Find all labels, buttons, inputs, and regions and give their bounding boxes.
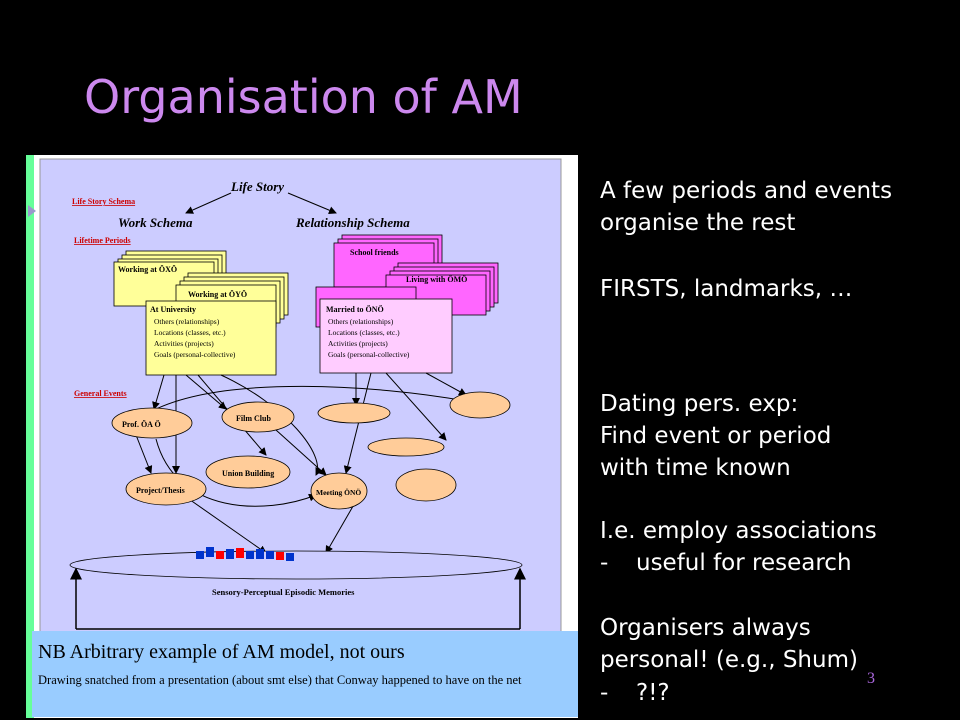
- svg-text:Film Club: Film Club: [236, 414, 271, 423]
- event-film-club: [221, 401, 295, 433]
- dash-1: -: [600, 550, 609, 576]
- svg-text:Activities (projects): Activities (projects): [328, 339, 388, 348]
- svg-text:Others (relationships): Others (relationships): [328, 317, 394, 326]
- svg-text:Goals (personal-collective): Goals (personal-collective): [328, 350, 410, 359]
- am-model-figure: Life Story Schema Lifetime Periods Gener…: [26, 155, 578, 718]
- right-line-1: A few periods and events: [600, 178, 893, 204]
- card-working-oyo: Working at ÖYÖ: [188, 290, 247, 299]
- relationship-card-stack: School friends Living with ÖMÖ Married t…: [315, 234, 499, 374]
- svg-text:Married to ÖNÖ: Married to ÖNÖ: [326, 305, 384, 314]
- note-sub: Drawing snatched from a presentation (ab…: [38, 673, 522, 687]
- left-triangle-icon: [28, 205, 36, 217]
- svg-text:Prof. ÖA Ö: Prof. ÖA Ö: [122, 420, 161, 429]
- svg-text:Locations (classes, etc.): Locations (classes, etc.): [154, 328, 226, 337]
- right-line-5: Find event or period: [600, 423, 832, 449]
- right-line-9: Organisers always: [600, 615, 811, 641]
- right-line-8: -useful for research: [600, 550, 852, 576]
- memories-label: Sensory-Perceptual Episodic Memories: [212, 587, 355, 597]
- general-events: Prof. ÖA Ö Film Club Union Building Proj…: [111, 391, 511, 510]
- event-unlabeled-1: [317, 402, 391, 424]
- left-green-strip: [26, 155, 34, 718]
- event-unlabeled-3: [367, 437, 445, 457]
- page-number: 3: [867, 670, 875, 687]
- note-main: NB Arbitrary example of AM model, not ou…: [38, 641, 405, 663]
- dash-2: -: [600, 680, 609, 706]
- section-general-events: General Events: [74, 389, 127, 398]
- right-line-6: with time known: [600, 455, 791, 481]
- relationship-schema-label: Relationship Schema: [295, 215, 410, 230]
- svg-text:Meeting ÖNÖ: Meeting ÖNÖ: [316, 488, 361, 497]
- svg-text:At University: At University: [150, 305, 196, 314]
- card-school-friends: School friends: [350, 248, 399, 257]
- section-lifetime-periods: Lifetime Periods: [74, 236, 131, 245]
- card-married-ono: [319, 298, 453, 374]
- work-schema-label: Work Schema: [118, 215, 193, 230]
- card-at-university: [145, 300, 277, 376]
- slide-title: Organisation of AM: [84, 70, 523, 124]
- am-diagram: Life Story Schema Lifetime Periods Gener…: [26, 155, 562, 718]
- event-project-thesis: [125, 472, 207, 506]
- section-life-story-schema: Life Story Schema: [72, 197, 135, 206]
- event-union-building: [205, 455, 291, 489]
- svg-text:Project/Thesis: Project/Thesis: [136, 486, 185, 495]
- right-line-10: personal! (e.g., Shum): [600, 647, 858, 673]
- svg-text:Activities (projects): Activities (projects): [154, 339, 214, 348]
- event-unlabeled-4: [395, 468, 457, 502]
- svg-text:Locations (classes, etc.): Locations (classes, etc.): [328, 328, 400, 337]
- episodic-memory-plate: Sensory-Perceptual Episodic Memories: [69, 547, 526, 630]
- event-meeting: [310, 472, 368, 510]
- right-line-2: organise the rest: [600, 210, 796, 236]
- event-unlabeled-2: [449, 391, 511, 419]
- right-line-4: Dating pers. exp:: [600, 391, 799, 417]
- svg-text:Others (relationships): Others (relationships): [154, 317, 220, 326]
- svg-text:Goals (personal-collective): Goals (personal-collective): [154, 350, 236, 359]
- svg-text:Union Building: Union Building: [222, 469, 274, 478]
- right-line-11: -?!?: [600, 680, 670, 706]
- right-line-7: I.e. employ associations: [600, 518, 877, 544]
- life-story-label: Life Story: [230, 179, 284, 194]
- card-living-omo: Living with ÖMÖ: [406, 275, 467, 284]
- card-working-oxo: Working at ÖXÖ: [118, 265, 177, 274]
- event-prof: [111, 407, 193, 439]
- right-line-3: FIRSTS, landmarks, …: [600, 276, 853, 302]
- note-box: NB Arbitrary example of AM model, not ou…: [32, 631, 578, 717]
- work-card-stack: Working at ÖXÖ Working at ÖYÖ At Univers…: [113, 250, 289, 376]
